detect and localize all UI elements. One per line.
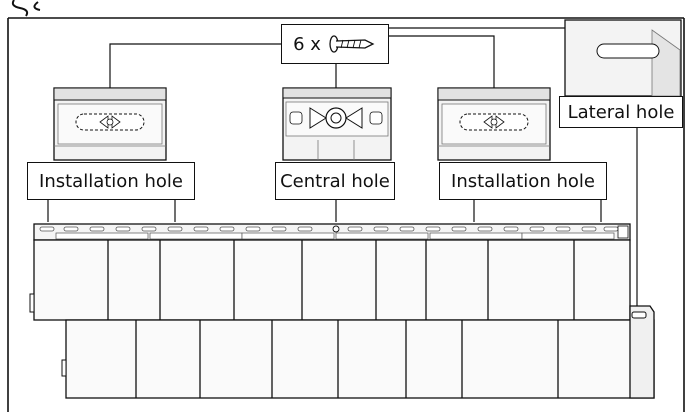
installation-bracket-right: [437, 87, 551, 161]
lateral-bracket: [564, 19, 682, 97]
installation-bracket-left: [53, 87, 167, 161]
unit-upper-modules: [29, 239, 631, 321]
diagram-frame: [7, 0, 685, 412]
unit-top-rail: [33, 223, 631, 241]
connector-lines: [47, 27, 638, 306]
installation-hole-left-label: Installation hole: [27, 162, 195, 200]
unit-end-cap: [629, 305, 655, 399]
screw-quantity-label: 6 x: [293, 33, 321, 55]
lateral-hole-label: Lateral hole: [559, 96, 683, 128]
screw-quantity-box: 6 x: [281, 24, 389, 64]
central-bracket: [282, 87, 392, 161]
installation-hole-right-label: Installation hole: [439, 162, 607, 200]
central-hole-label: Central hole: [275, 162, 395, 200]
unit-lower-modules: [61, 319, 655, 399]
screw-icon: [329, 35, 375, 53]
